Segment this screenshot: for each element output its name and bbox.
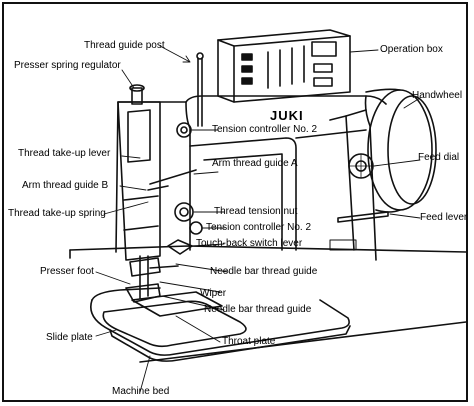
thread-guide-post-shape xyxy=(196,52,204,127)
label-throat-plate: Throat plate xyxy=(222,336,276,347)
label-tension-controller-no2-top: Tension controller No. 2 xyxy=(212,124,318,135)
slide-plate-shape xyxy=(102,300,247,348)
label-thread-take-up-spring: Thread take-up spring xyxy=(8,208,106,219)
handwheel-shape xyxy=(365,88,437,213)
label-wiper: Wiper xyxy=(200,288,227,299)
machine-bed-shape xyxy=(90,287,351,362)
throat-plate-shape xyxy=(131,291,223,317)
label-needle-bar-thread-guide-lower: Needle bar thread guide xyxy=(204,304,312,315)
nameplate-badge xyxy=(329,239,357,251)
leader-lines xyxy=(95,45,421,393)
label-operation-box: Operation box xyxy=(380,44,443,55)
tension-controller-top-shape xyxy=(176,122,192,138)
label-handwheel: Handwheel xyxy=(412,90,463,101)
arm-thread-guides xyxy=(147,169,197,191)
label-presser-spring-regulator: Presser spring regulator xyxy=(14,60,121,71)
label-arm-thread-guide-b: Arm thread guide B xyxy=(22,180,109,191)
label-needle-bar-thread-guide-upper: Needle bar thread guide xyxy=(210,266,318,277)
feed-dial-shape xyxy=(348,153,374,179)
label-slide-plate: Slide plate xyxy=(46,332,93,343)
label-thread-take-up-lever: Thread take-up lever xyxy=(18,148,111,159)
label-thread-guide-post: Thread guide post xyxy=(84,40,165,51)
operation-box-shape xyxy=(217,29,351,103)
arm-pillar xyxy=(329,95,377,261)
label-tension-controller-no2-bottom: Tension controller No. 2 xyxy=(206,222,312,233)
label-arm-thread-guide-a: Arm thread guide A xyxy=(212,158,298,169)
thread-tension-nut-shape xyxy=(174,202,203,235)
diagram-border xyxy=(2,2,468,402)
presser-spring-regulator-shape xyxy=(129,84,145,105)
label-touch-back-switch-lever: Touch-back switch lever xyxy=(196,238,303,249)
label-feed-dial: Feed dial xyxy=(418,152,460,163)
machine-head xyxy=(117,101,161,261)
needle-assembly xyxy=(125,255,179,303)
label-machine-bed: Machine bed xyxy=(112,386,170,397)
label-feed-lever: Feed lever xyxy=(420,212,468,223)
table-top xyxy=(69,245,467,363)
label-presser-foot: Presser foot xyxy=(40,266,94,277)
label-thread-tension-nut: Thread tension nut xyxy=(214,206,298,217)
brand-logo-text: JUKI xyxy=(270,108,304,123)
feed-lever-shape xyxy=(337,211,389,223)
